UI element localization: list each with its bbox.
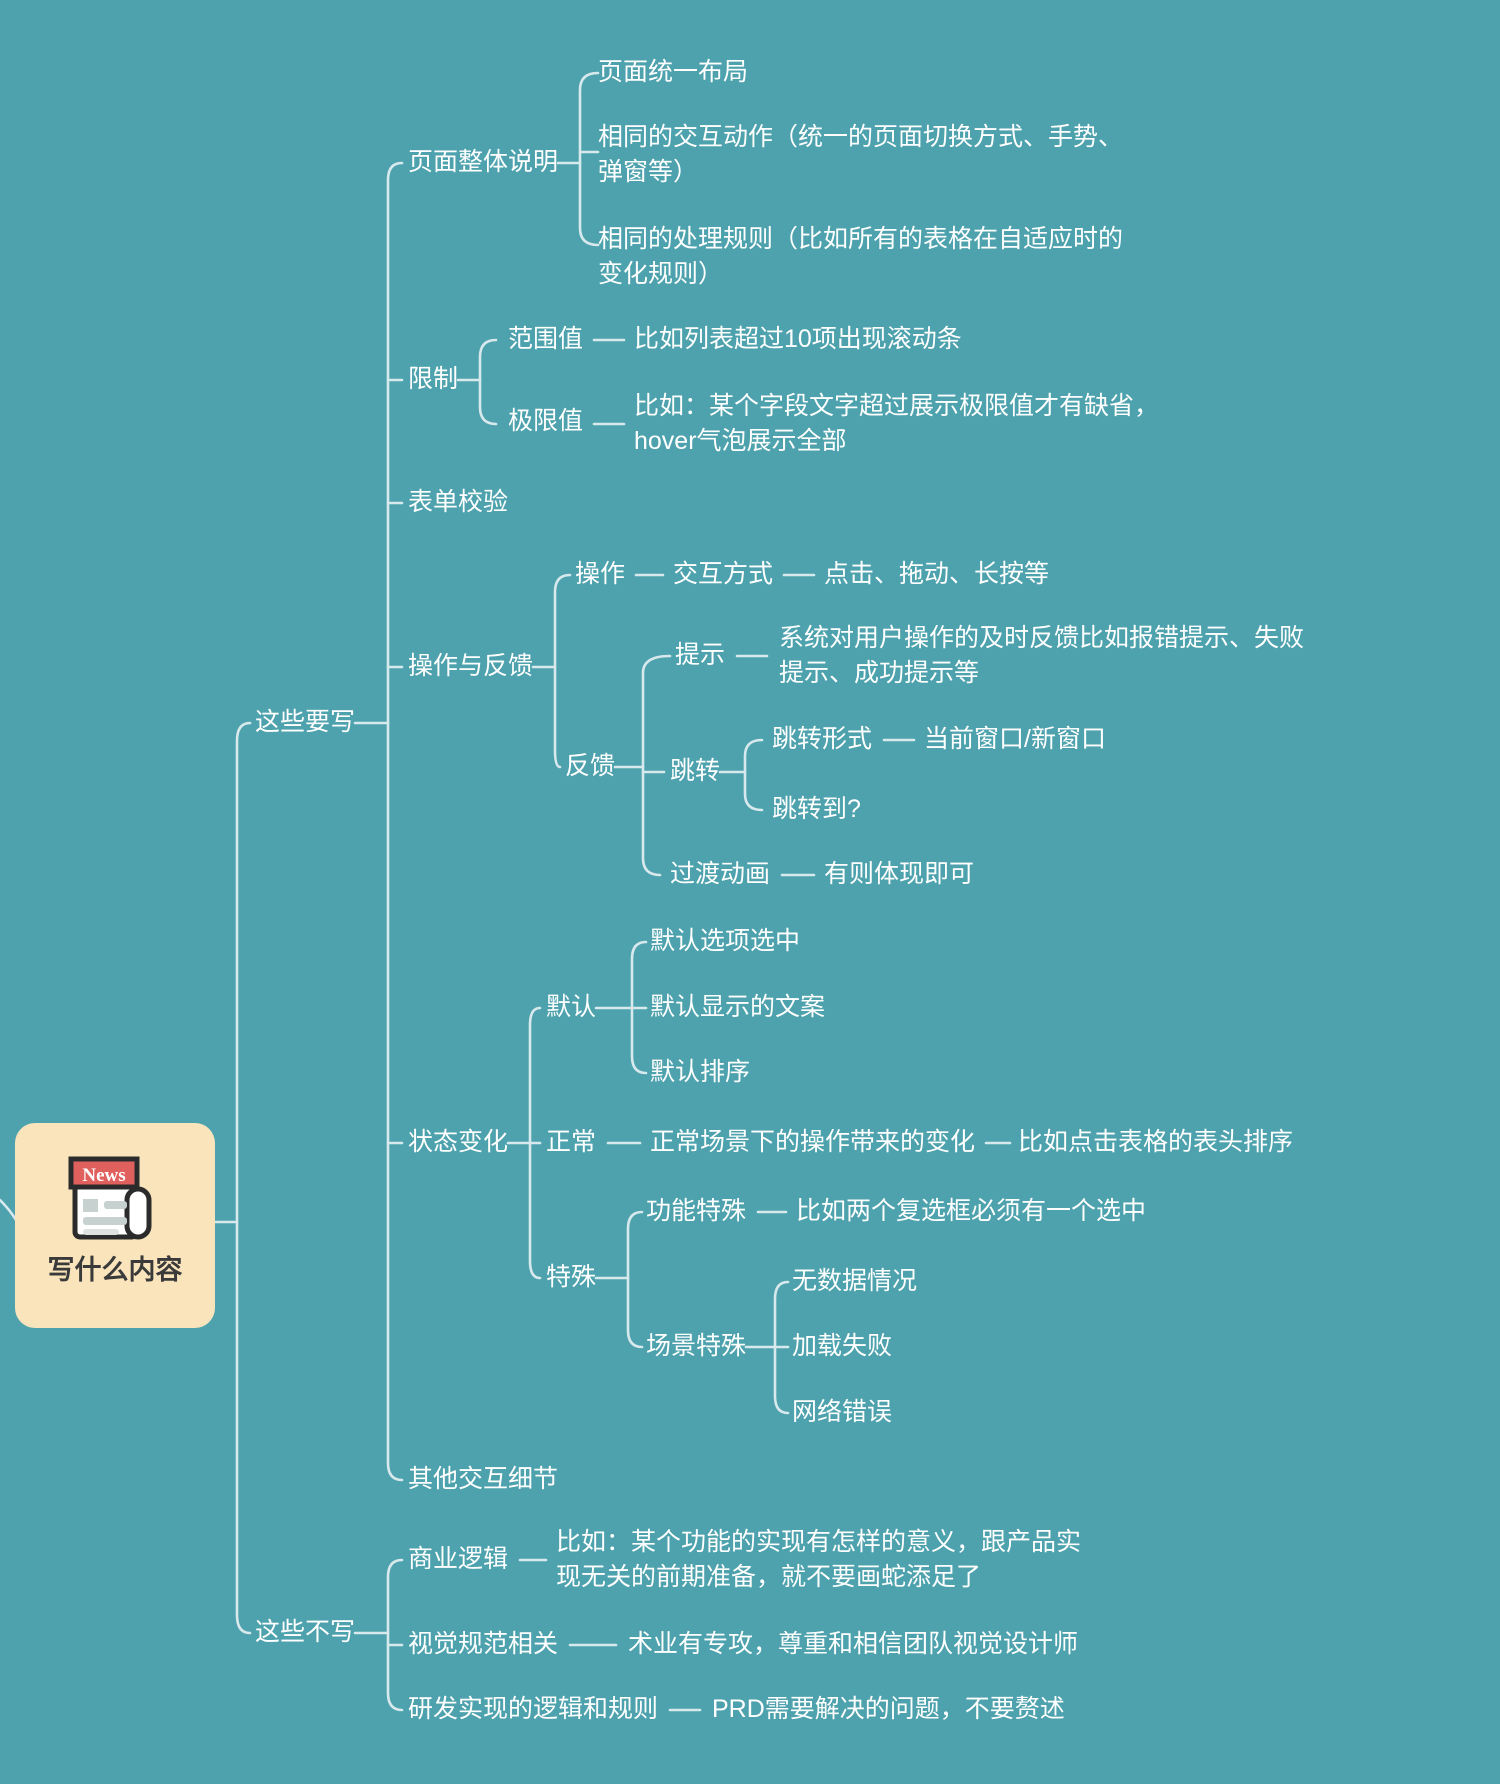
- node-limits[interactable]: 限制: [408, 365, 459, 393]
- node-jump[interactable]: 跳转: [670, 757, 721, 785]
- node-limit-example[interactable]: 比如：某个字段文字超过展示极限值才有缺省，hover气泡展示全部: [634, 392, 1160, 455]
- node-dev-logic-desc[interactable]: PRD需要解决的问题，不要赘述: [712, 1695, 1065, 1723]
- node-load-fail[interactable]: 加载失败: [792, 1332, 893, 1360]
- node-same-rules[interactable]: 相同的处理规则（比如所有的表格在自适应时的变化规则）: [598, 225, 1124, 288]
- node-func-special-example[interactable]: 比如两个复选框必须有一个选中: [796, 1197, 1147, 1225]
- node-transition-desc[interactable]: 有则体现即可: [824, 860, 975, 888]
- connector-special-trunk: [626, 1210, 644, 1349]
- node-business-logic[interactable]: 商业逻辑: [408, 1545, 509, 1573]
- node-normal-example[interactable]: 比如点击表格的表头排序: [1018, 1128, 1294, 1156]
- node-default[interactable]: 默认: [546, 993, 597, 1021]
- connector-root-incoming: [0, 1198, 18, 1222]
- node-normal-desc[interactable]: 正常场景下的操作带来的变化: [650, 1128, 976, 1156]
- newspaper-icon: News: [68, 1156, 152, 1240]
- node-normal[interactable]: 正常: [546, 1128, 597, 1156]
- node-network-error[interactable]: 网络错误: [792, 1398, 893, 1426]
- node-feedback[interactable]: 反馈: [565, 752, 616, 780]
- node-default-copy[interactable]: 默认显示的文案: [650, 993, 826, 1021]
- connector-level1-trunk: [235, 721, 252, 1635]
- node-tips[interactable]: 提示: [675, 641, 726, 669]
- connector-feedback-trunk: [641, 654, 672, 877]
- node-visual-spec-desc[interactable]: 术业有专攻，尊重和相信团队视觉设计师: [628, 1630, 1079, 1658]
- node-unified-layout[interactable]: 页面统一布局: [598, 58, 749, 86]
- node-write-these[interactable]: 这些要写: [255, 708, 356, 736]
- connector-opfeedback-trunk: [553, 573, 572, 769]
- node-same-interaction[interactable]: 相同的交互动作（统一的页面切换方式、手势、弹窗等）: [598, 123, 1124, 186]
- connector-limits-trunk: [478, 338, 498, 426]
- connector-jump-trunk: [743, 738, 764, 812]
- node-tips-desc[interactable]: 系统对用户操作的及时反馈比如报错提示、失败提示、成功提示等: [779, 624, 1305, 687]
- node-state-change[interactable]: 状态变化: [408, 1128, 509, 1156]
- node-dont-write[interactable]: 这些不写: [255, 1618, 356, 1646]
- node-visual-spec[interactable]: 视觉规范相关: [408, 1630, 559, 1658]
- node-operation[interactable]: 操作: [575, 560, 626, 588]
- node-default-sort[interactable]: 默认排序: [650, 1058, 751, 1086]
- node-dev-logic[interactable]: 研发实现的逻辑和规则: [408, 1695, 659, 1723]
- connector-write-trunk: [386, 161, 404, 1482]
- node-form-validation[interactable]: 表单校验: [408, 488, 509, 516]
- node-func-special[interactable]: 功能特殊: [646, 1197, 747, 1225]
- node-jump-form[interactable]: 跳转形式: [772, 725, 873, 753]
- news-badge-text: News: [82, 1165, 125, 1186]
- node-scene-special[interactable]: 场景特殊: [646, 1332, 747, 1360]
- node-operation-feedback[interactable]: 操作与反馈: [408, 652, 534, 680]
- root-node-label: 写什么内容: [47, 1255, 183, 1285]
- node-jump-window[interactable]: 当前窗口/新窗口: [924, 725, 1106, 753]
- node-business-logic-desc[interactable]: 比如：某个功能的实现有怎样的意义，跟产品实现无关的前期准备，就不要画蛇添足了: [556, 1528, 1082, 1591]
- node-transition[interactable]: 过渡动画: [670, 860, 771, 888]
- node-special[interactable]: 特殊: [546, 1263, 597, 1291]
- connector-dontwrite-trunk: [386, 1558, 404, 1712]
- node-range-value[interactable]: 范围值: [508, 325, 584, 353]
- node-interaction-examples[interactable]: 点击、拖动、长按等: [824, 560, 1050, 588]
- node-other-details[interactable]: 其他交互细节: [408, 1465, 559, 1493]
- root-node[interactable]: News 写什么内容: [15, 1123, 215, 1328]
- node-default-selected[interactable]: 默认选项选中: [650, 927, 801, 955]
- connector-pageoverall-trunk: [578, 71, 600, 247]
- node-jump-to[interactable]: 跳转到?: [772, 795, 861, 823]
- node-no-data[interactable]: 无数据情况: [792, 1267, 918, 1295]
- node-limit-value[interactable]: 极限值: [508, 407, 584, 435]
- node-range-example[interactable]: 比如列表超过10项出现滚动条: [634, 325, 962, 353]
- node-interaction-mode[interactable]: 交互方式: [673, 560, 774, 588]
- node-page-overall[interactable]: 页面整体说明: [408, 148, 559, 176]
